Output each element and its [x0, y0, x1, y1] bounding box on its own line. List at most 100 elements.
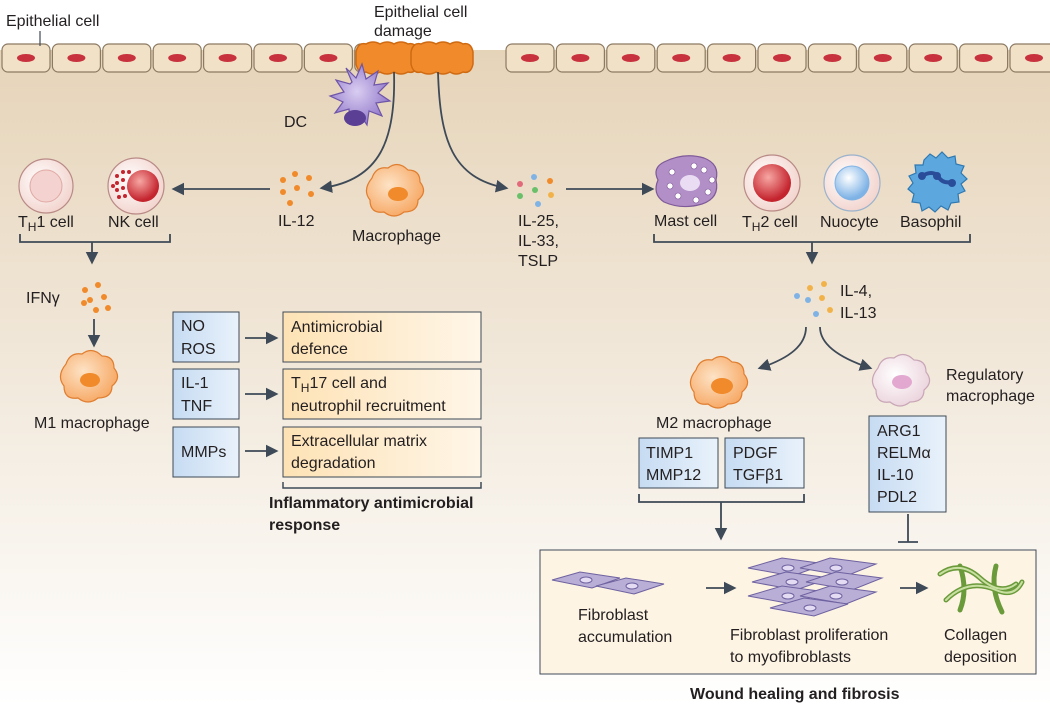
- regulatory-label-2: macrophage: [946, 388, 1035, 405]
- il12-cytokines: [280, 171, 314, 206]
- m2-label: M2 macrophage: [656, 415, 772, 432]
- svg-text:NO: NO: [181, 318, 205, 335]
- alarmin-line1: IL-25,: [518, 213, 559, 230]
- svg-text:ROS: ROS: [181, 341, 216, 358]
- il4-label: IL-4,: [840, 283, 872, 300]
- epithelial-nucleus: [722, 54, 741, 62]
- damage-label-line1: Epithelial cell: [374, 4, 467, 21]
- nuocyte-label: Nuocyte: [820, 214, 879, 231]
- mast-cell: [655, 155, 718, 208]
- damaged-epithelial-cells: [355, 41, 474, 75]
- svg-text:ARG1: ARG1: [877, 423, 921, 440]
- epithelial-nucleus: [67, 54, 86, 62]
- alarmin-cytokines: [517, 174, 554, 207]
- arrow-il4-to-reg: [819, 326, 873, 371]
- regulatory-macrophage: [871, 353, 931, 407]
- epithelial-nucleus: [924, 54, 943, 62]
- epithelial-nucleus: [974, 54, 993, 62]
- svg-text:TGFβ1: TGFβ1: [733, 467, 783, 484]
- epithelial-nucleus: [1025, 54, 1043, 62]
- th2-cell: [743, 154, 801, 212]
- th1-cell: [18, 158, 74, 214]
- regulatory-label-1: Regulatory: [946, 367, 1023, 384]
- il4-il13-cytokines: [794, 281, 833, 317]
- mast-label: Mast cell: [654, 213, 717, 230]
- fibroblast-accumulation: [551, 571, 665, 595]
- ifng-cytokines: [81, 282, 111, 313]
- epithelial-nucleus: [117, 54, 136, 62]
- epithelial-layer: [1, 43, 1050, 73]
- m2-bracket: [638, 494, 805, 538]
- svg-text:MMP12: MMP12: [646, 467, 701, 484]
- nuocyte-cell: [823, 154, 881, 212]
- inflammatory-label-1: Inflammatory antimicrobial: [269, 495, 474, 512]
- il12-label: IL-12: [278, 213, 315, 230]
- epithelial-nucleus: [571, 54, 590, 62]
- svg-text:neutrophil recruitment: neutrophil recruitment: [291, 398, 446, 415]
- svg-text:PDGF: PDGF: [733, 445, 778, 462]
- m1-label: M1 macrophage: [34, 415, 150, 432]
- arrow-il4-to-m2: [757, 326, 807, 371]
- collagen-label-1: Collagen: [944, 627, 1007, 644]
- ifng-label: IFNγ: [26, 290, 60, 307]
- svg-text:Extracellular matrix: Extracellular matrix: [291, 433, 427, 450]
- il13-label: IL-13: [840, 305, 877, 322]
- macrophage-top: [365, 163, 425, 217]
- epithelial-nucleus: [521, 54, 539, 62]
- outcome-th17: TH17 cell and neutrophil recruitment: [282, 368, 482, 420]
- svg-text:TH17 cell and: TH17 cell and: [291, 375, 387, 395]
- regulatory-box: ARG1 RELMα IL-10 PDL2: [868, 415, 947, 513]
- svg-text:IL-10: IL-10: [877, 467, 914, 484]
- alarmin-line2: IL-33,: [518, 233, 559, 250]
- fibro1-label-2: accumulation: [578, 629, 672, 646]
- dendritic-cell: [328, 62, 392, 127]
- fibroblast-proliferation: [747, 557, 884, 617]
- effector-box-il1-tnf: IL-1 TNF: [172, 368, 240, 420]
- svg-text:TIMP1: TIMP1: [646, 445, 693, 462]
- svg-text:IL-1: IL-1: [181, 375, 209, 392]
- th1-label: TH1 cell: [18, 214, 74, 234]
- regulatory-inhibit: [898, 514, 918, 543]
- svg-text:Antimicrobial: Antimicrobial: [291, 319, 383, 336]
- basophil-label: Basophil: [900, 214, 961, 231]
- collagen-label-2: deposition: [944, 649, 1017, 666]
- epithelial-nucleus: [823, 54, 842, 62]
- damage-label-line2: damage: [374, 23, 432, 40]
- m2-macrophage: [689, 355, 749, 409]
- epithelial-nucleus: [621, 54, 640, 62]
- epithelial-nucleus: [773, 54, 791, 62]
- fibro1-label-1: Fibroblast: [578, 607, 649, 624]
- m2-box-timp1: TIMP1 MMP12: [638, 437, 719, 489]
- epithelial-cell-label: Epithelial cell: [6, 13, 99, 30]
- svg-text:defence: defence: [291, 341, 348, 358]
- outcome-antimicrobial: Antimicrobial defence: [282, 311, 482, 363]
- th2-label: TH2 cell: [742, 214, 798, 234]
- epithelial-nucleus: [168, 54, 187, 62]
- svg-text:TNF: TNF: [181, 398, 212, 415]
- dc-label: DC: [284, 114, 307, 131]
- svg-text:RELMα: RELMα: [877, 445, 931, 462]
- inflammatory-label-2: response: [269, 517, 340, 534]
- fibro2-label-1: Fibroblast proliferation: [730, 627, 888, 644]
- macrophage-label: Macrophage: [352, 228, 441, 245]
- type2-bracket: [653, 234, 971, 262]
- th1-nk-bracket: [19, 234, 171, 262]
- epithelial-nucleus: [319, 54, 338, 62]
- effector-box-mmps: MMPs: [172, 426, 240, 478]
- effector-box-no-ros: NO ROS: [172, 311, 240, 363]
- epithelial-nucleus: [672, 54, 691, 62]
- basophil-cell: [907, 151, 968, 213]
- svg-text:MMPs: MMPs: [181, 444, 226, 461]
- nk-label: NK cell: [108, 214, 159, 231]
- epithelial-nucleus: [269, 54, 287, 62]
- arrow-damage-to-alarmins: [437, 71, 509, 193]
- svg-text:degradation: degradation: [291, 455, 376, 472]
- collagen-fibers-light: [939, 567, 1023, 601]
- outcome-ecm: Extracellular matrix degradation: [282, 426, 482, 478]
- wound-healing-label: Wound healing and fibrosis: [690, 686, 900, 703]
- m1-macrophage: [59, 349, 119, 403]
- outcome-bracket: [282, 482, 482, 489]
- svg-text:PDL2: PDL2: [877, 489, 917, 506]
- alarmin-line3: TSLP: [518, 253, 558, 270]
